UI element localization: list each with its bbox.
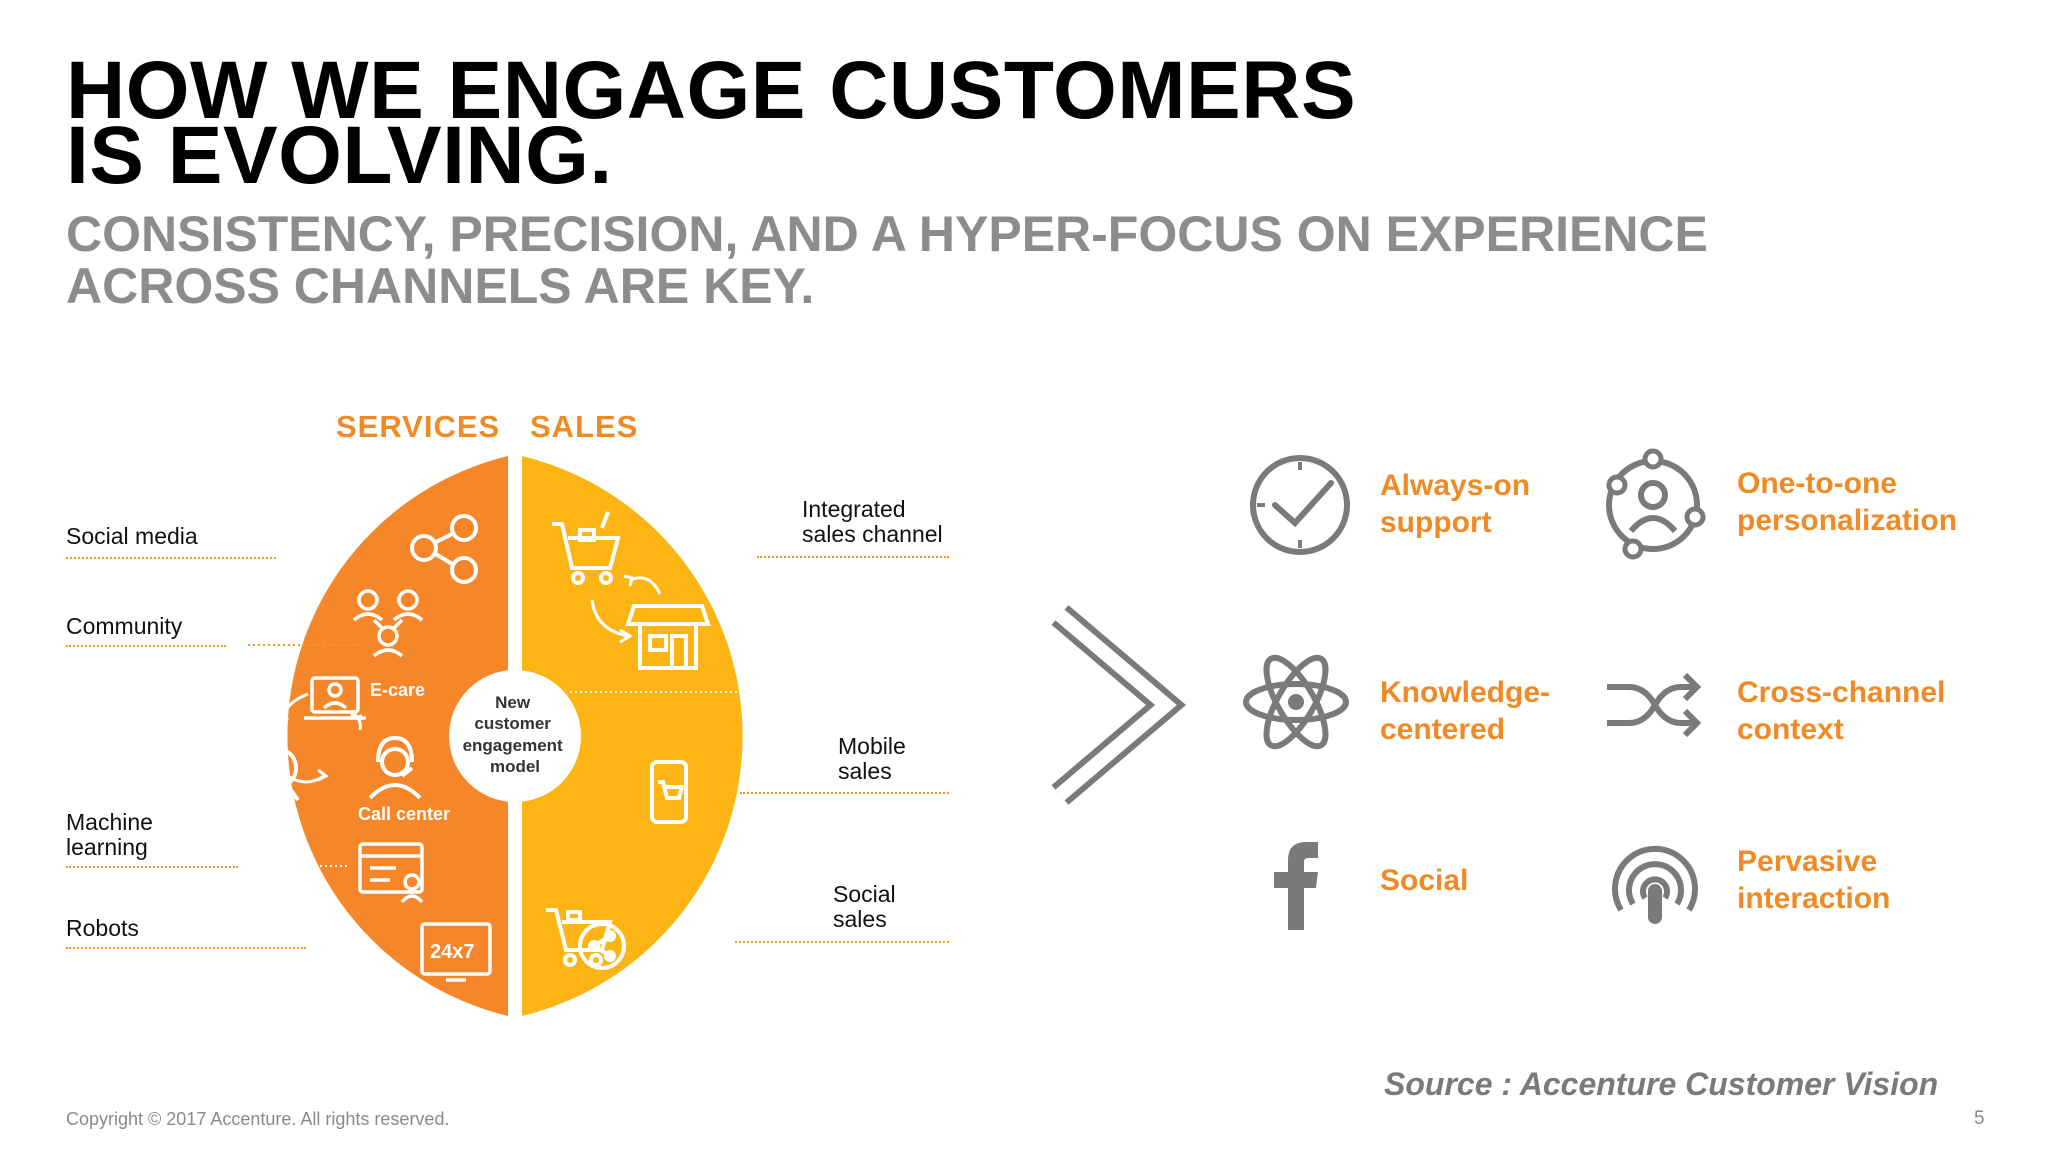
touch-signal-icon xyxy=(1612,846,1698,924)
headset-agent-icon xyxy=(368,735,422,800)
storefront-icon xyxy=(625,604,711,670)
vca-label: VCA xyxy=(256,804,294,824)
title-line-2: IS EVOLVING. xyxy=(66,110,613,201)
feature-pervasive-line2: interaction xyxy=(1737,882,1891,915)
person-network-icon xyxy=(1606,448,1706,560)
call-center-label: Call center xyxy=(358,804,450,824)
mobile-cart-icon xyxy=(650,760,688,824)
social-sales-line-1: Social xyxy=(833,881,896,907)
clock-check-icon xyxy=(1250,455,1350,555)
feature-always-on-line2: support xyxy=(1380,506,1492,539)
slide-title: HOW WE ENGAGE CUSTOMERS IS EVOLVING. xyxy=(66,45,1357,201)
services-half xyxy=(287,456,508,1016)
feature-cross-channel: Cross-channel context xyxy=(1737,674,1945,748)
ml-line-2: learning xyxy=(66,834,148,860)
feature-cross-channel-line2: context xyxy=(1737,713,1844,746)
share-icon xyxy=(410,514,478,584)
mobile-line-2: sales xyxy=(838,758,892,784)
community-icon xyxy=(352,589,424,658)
arrow-cart-store xyxy=(590,599,629,638)
social-cart-icon xyxy=(546,908,626,970)
source-note: Source : Accenture Customer Vision xyxy=(1384,1066,1939,1102)
label-mobile-sales: Mobile sales xyxy=(838,734,906,784)
monitor-24x7-icon: 24x7 xyxy=(420,922,492,982)
feature-always-on-line1: Always-on xyxy=(1380,469,1531,502)
feature-social-line1: Social xyxy=(1380,864,1469,897)
divider-machine-learning xyxy=(66,866,238,868)
feature-one-to-one-line1: One-to-one xyxy=(1737,467,1897,500)
webcam-icon xyxy=(252,746,300,802)
ecare-label: E-care xyxy=(370,680,425,700)
chevron-right-icon xyxy=(1051,605,1187,805)
divider-mobile-sales xyxy=(740,792,949,794)
mobile-line-1: Mobile xyxy=(838,733,906,759)
subtitle-line-2: ACROSS CHANNELS ARE KEY. xyxy=(66,258,815,314)
feature-knowledge-line1: Knowledge- xyxy=(1380,676,1550,709)
divider-social-media xyxy=(66,557,276,559)
subtitle-line-1: CONSISTENCY, PRECISION, AND A HYPER-FOCU… xyxy=(66,206,1708,262)
divider-social-sales xyxy=(735,941,949,943)
label-machine-learning: Machine learning xyxy=(66,810,153,860)
label-community: Community xyxy=(66,613,183,639)
title-line-1: HOW WE ENGAGE CUSTOMERS xyxy=(66,45,1357,136)
divider-robots xyxy=(66,947,306,949)
page-number: 5 xyxy=(1974,1108,1985,1129)
feature-pervasive-line1: Pervasive xyxy=(1737,845,1878,878)
center-label: New customer engagement model xyxy=(463,693,568,776)
atom-icon xyxy=(1243,654,1349,750)
feature-knowledge: Knowledge- centered xyxy=(1380,674,1550,748)
shuffle-icon xyxy=(1607,672,1702,738)
feature-one-to-one: One-to-one personalization xyxy=(1737,465,1957,539)
robots-badge: 24x7 xyxy=(430,941,475,963)
services-heading: SERVICES xyxy=(336,409,501,444)
dashboard-user-icon xyxy=(358,842,424,904)
arrow-ecare-vca xyxy=(278,692,309,723)
label-integrated-sales: Integrated sales channel xyxy=(802,497,943,547)
sales-half xyxy=(522,456,743,1016)
sales-heading: SALES xyxy=(530,409,639,444)
feature-social: Social xyxy=(1380,862,1468,899)
feature-cross-channel-line1: Cross-channel xyxy=(1737,676,1946,709)
integrated-line-2: sales channel xyxy=(802,521,943,547)
feature-one-to-one-line2: personalization xyxy=(1737,504,1958,537)
label-social-sales: Social sales xyxy=(833,882,896,932)
divider-community xyxy=(66,645,226,647)
divider-integrated-sales xyxy=(757,556,949,558)
feature-knowledge-line2: centered xyxy=(1380,713,1506,746)
label-social-media: Social media xyxy=(66,523,198,549)
social-sales-line-2: sales xyxy=(833,906,887,932)
engagement-model-diagram: E-care VCA Call center 24x7 New customer… xyxy=(248,456,743,1016)
shopping-cart-icon xyxy=(552,511,621,585)
facebook-icon xyxy=(1274,842,1318,930)
ml-line-1: Machine xyxy=(66,809,153,835)
slide-subtitle: CONSISTENCY, PRECISION, AND A HYPER-FOCU… xyxy=(66,208,1708,312)
copyright: Copyright © 2017 Accenture. All rights r… xyxy=(66,1109,450,1129)
arrow-call-ecare xyxy=(353,712,362,731)
feature-always-on: Always-on support xyxy=(1380,467,1530,541)
feature-pervasive: Pervasive interaction xyxy=(1737,843,1890,917)
label-robots: Robots xyxy=(66,915,139,941)
center-circle xyxy=(449,670,581,802)
integrated-line-1: Integrated xyxy=(802,496,906,522)
